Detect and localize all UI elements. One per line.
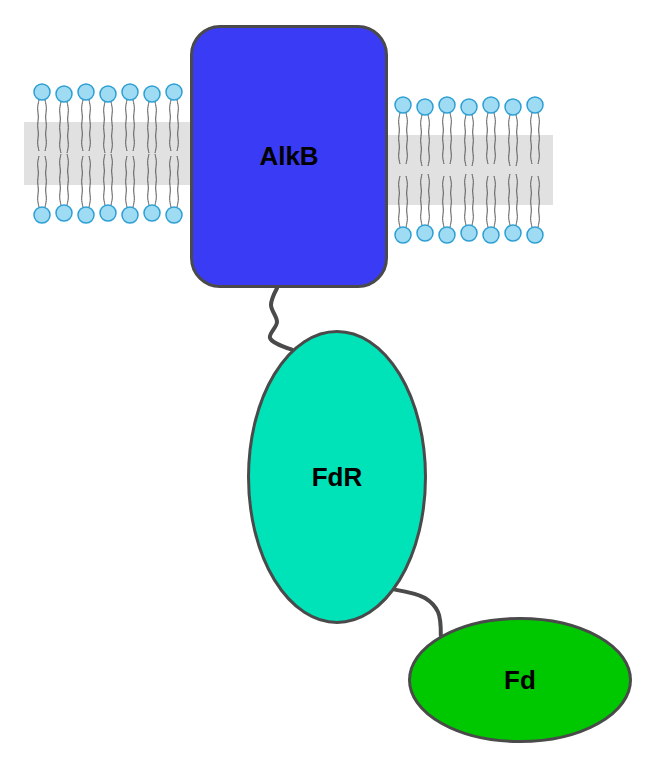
lipid-head: [100, 205, 116, 221]
lipid-tail: [67, 102, 68, 153]
lipid-tail: [443, 176, 444, 227]
lipid-tail: [170, 100, 171, 151]
lipid-tail: [148, 154, 149, 205]
lipid-tail: [472, 174, 473, 225]
lipid-tail: [428, 174, 429, 225]
lipid-tail: [487, 113, 488, 164]
lipid-tail: [465, 115, 466, 166]
lipid-tail: [509, 115, 510, 166]
lipid-head: [122, 84, 138, 100]
lipid-head: [505, 225, 521, 241]
lipid-head: [144, 205, 160, 221]
lipid-tail: [487, 176, 488, 227]
lipid-tail: [126, 156, 127, 207]
lipid-head: [483, 227, 499, 243]
membrane-protein-box: AlkB: [190, 25, 388, 288]
lipid-tail: [38, 156, 39, 207]
lipid-tail: [509, 174, 510, 225]
linker-connector: [395, 590, 441, 636]
lipid-tail: [126, 100, 127, 151]
lipid-tail: [104, 154, 105, 205]
lipid-head: [417, 99, 433, 115]
lipid-head: [144, 86, 160, 102]
lipid-head: [461, 225, 477, 241]
lipid-tail: [82, 100, 83, 151]
lipid-tail: [148, 102, 149, 153]
lipid-head: [505, 99, 521, 115]
lipid-tail: [45, 156, 46, 207]
lipid-tail: [111, 154, 112, 205]
lipid-head: [166, 207, 182, 223]
lipid-head: [527, 227, 543, 243]
lipid-tail: [60, 154, 61, 205]
lipid-tail: [67, 154, 68, 205]
lipid-tail: [60, 102, 61, 153]
lipid-head: [439, 227, 455, 243]
lipid-tail: [82, 156, 83, 207]
lipid-tail: [111, 102, 112, 153]
node-label: Fd: [504, 665, 536, 696]
lipid-head: [34, 207, 50, 223]
lipid-tail: [38, 100, 39, 151]
lipid-tail: [465, 174, 466, 225]
lipid-tail: [89, 100, 90, 151]
lipid-tail: [406, 176, 407, 227]
lipid-tail: [531, 113, 532, 164]
lipid-tail: [450, 113, 451, 164]
hydrophobic-band: [24, 122, 192, 185]
lipid-tail: [538, 113, 539, 164]
lipid-head: [395, 97, 411, 113]
lipid-tail: [89, 156, 90, 207]
lipid-tail: [155, 154, 156, 205]
lipid-head: [439, 97, 455, 113]
lipid-tail: [155, 102, 156, 153]
hydrophobic-band: [385, 135, 553, 205]
ferredoxin-ellipse: Fd: [408, 617, 632, 743]
linker-connector: [270, 288, 292, 350]
lipid-tail: [516, 174, 517, 225]
lipid-tail: [421, 174, 422, 225]
node-label: AlkB: [259, 141, 318, 172]
lipid-tail: [399, 113, 400, 164]
lipid-tail: [170, 156, 171, 207]
lipid-tail: [450, 176, 451, 227]
lipid-tail: [133, 156, 134, 207]
lipid-tail: [443, 113, 444, 164]
lipid-tail: [538, 176, 539, 227]
lipid-head: [78, 84, 94, 100]
lipid-tail: [133, 100, 134, 151]
lipid-head: [56, 86, 72, 102]
lipid-tail: [472, 115, 473, 166]
lipid-tail: [399, 176, 400, 227]
lipid-tail: [516, 115, 517, 166]
lipid-head: [527, 97, 543, 113]
lipid-head: [461, 99, 477, 115]
lipid-head: [34, 84, 50, 100]
lipid-head: [417, 225, 433, 241]
lipid-tail: [177, 156, 178, 207]
lipid-head: [56, 205, 72, 221]
lipid-head: [100, 86, 116, 102]
lipid-tail: [494, 113, 495, 164]
lipid-tail: [104, 102, 105, 153]
lipid-tail: [406, 113, 407, 164]
lipid-tail: [177, 100, 178, 151]
lipid-tail: [428, 115, 429, 166]
lipid-tail: [531, 176, 532, 227]
ellipse-shape: [249, 332, 426, 623]
ellipse-shape: [410, 619, 631, 742]
lipid-tail: [494, 176, 495, 227]
lipid-head: [78, 207, 94, 223]
lipid-head: [166, 84, 182, 100]
reductase-ellipse: FdR: [247, 330, 427, 624]
lipid-head: [395, 227, 411, 243]
lipid-head: [483, 97, 499, 113]
lipid-tail: [421, 115, 422, 166]
lipid-head: [122, 207, 138, 223]
node-label: FdR: [312, 462, 363, 493]
lipid-tail: [45, 100, 46, 151]
